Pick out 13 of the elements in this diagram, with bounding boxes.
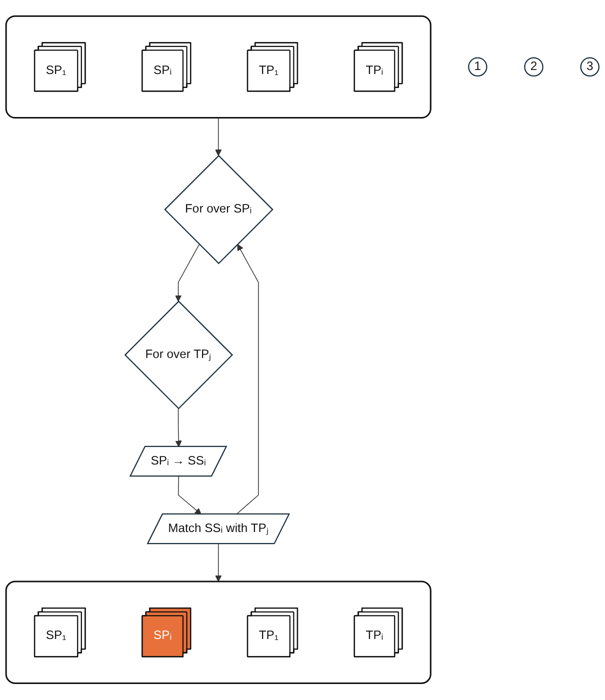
node-circle: 3 bbox=[580, 58, 600, 77]
node-diamond: For over TPⱼ bbox=[124, 300, 234, 410]
arrow bbox=[175, 408, 182, 448]
cluster bbox=[5, 16, 432, 119]
arrow bbox=[236, 244, 259, 516]
node-diamond: For over SPᵢ bbox=[164, 155, 274, 265]
arrow bbox=[178, 476, 202, 515]
arrow bbox=[215, 544, 222, 582]
arrow bbox=[215, 118, 222, 156]
arrow bbox=[174, 244, 200, 302]
node-circle: 1 bbox=[468, 58, 488, 77]
node-circle: 2 bbox=[524, 58, 544, 77]
cluster bbox=[5, 581, 432, 684]
